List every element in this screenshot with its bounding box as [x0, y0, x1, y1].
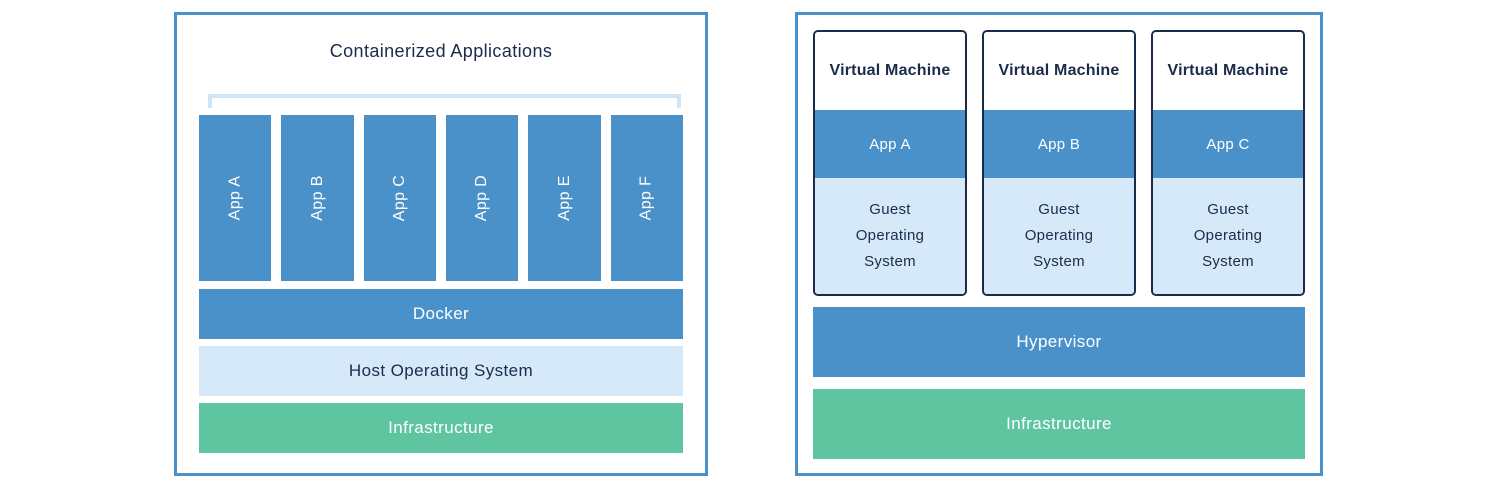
containers-panel: Containerized Applications App A App B A…	[174, 12, 708, 476]
app-columns-row: App A App B App C App D App E App F	[199, 115, 683, 281]
app-column-e: App E	[528, 115, 601, 281]
app-column-label: App D	[473, 174, 491, 222]
vm-box-2: Virtual Machine App B Guest Operating Sy…	[982, 30, 1136, 296]
virtual-machines-panel: Virtual Machine App A Guest Operating Sy…	[795, 12, 1323, 476]
app-column-d: App D	[445, 115, 519, 281]
hypervisor-layer: Hypervisor	[813, 307, 1305, 377]
app-column-c: App C	[363, 115, 436, 281]
vm-box-3: Virtual Machine App C Guest Operating Sy…	[1151, 30, 1305, 296]
host-os-layer: Host Operating System	[199, 346, 683, 396]
app-column-label: App E	[555, 175, 573, 221]
vm-app-layer: App A	[815, 110, 965, 178]
docker-layer: Docker	[199, 289, 683, 339]
vm-guest-os-label: Guest Operating System	[1193, 201, 1263, 270]
vm-title: Virtual Machine	[1153, 32, 1303, 110]
app-column-b: App B	[281, 115, 354, 281]
app-column-label: App B	[308, 175, 326, 221]
infrastructure-layer: Infrastructure	[813, 389, 1305, 459]
vm-app-layer: App C	[1153, 110, 1303, 178]
app-column-label: App C	[390, 174, 408, 222]
app-column-a: App A	[199, 115, 272, 281]
vm-guest-os-label: Guest Operating System	[855, 201, 925, 270]
infrastructure-layer: Infrastructure	[199, 403, 683, 453]
vm-app-layer: App B	[984, 110, 1134, 178]
vm-guest-os-layer: Guest Operating System	[815, 178, 965, 294]
vm-title: Virtual Machine	[984, 32, 1134, 110]
vm-guest-os-label: Guest Operating System	[1024, 201, 1094, 270]
vm-guest-os-layer: Guest Operating System	[984, 178, 1134, 294]
app-column-f: App F	[610, 115, 683, 281]
apps-group-bracket	[208, 94, 681, 108]
vm-guest-os-layer: Guest Operating System	[1153, 178, 1303, 294]
vm-boxes-row: Virtual Machine App A Guest Operating Sy…	[813, 30, 1305, 296]
vm-title: Virtual Machine	[815, 32, 965, 110]
vm-box-1: Virtual Machine App A Guest Operating Sy…	[813, 30, 967, 296]
app-column-label: App A	[226, 175, 244, 221]
app-column-label: App F	[637, 175, 655, 221]
containers-panel-title: Containerized Applications	[329, 41, 553, 61]
